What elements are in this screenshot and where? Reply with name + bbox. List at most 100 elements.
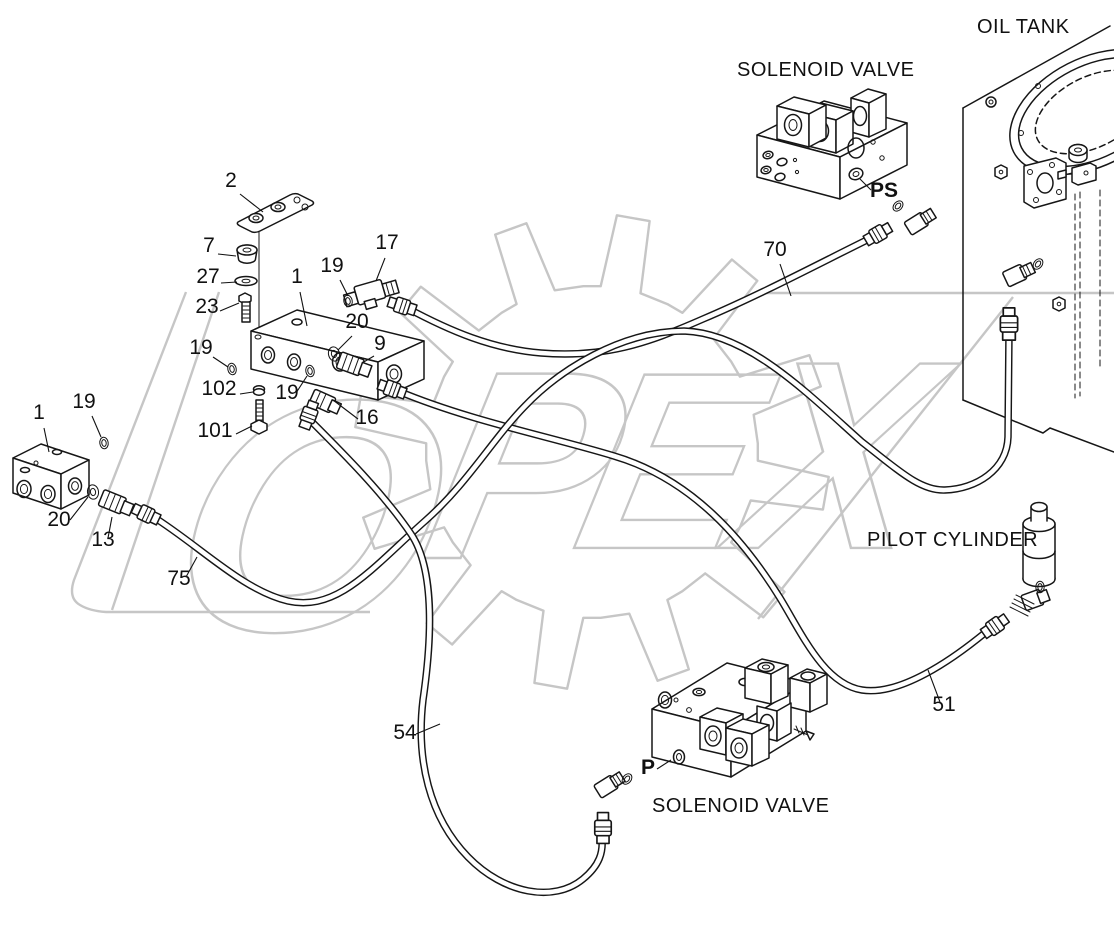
oil-tank-title: OIL TANK — [977, 16, 1070, 38]
part-number-label: 7 — [203, 234, 215, 257]
part-number-label: 75 — [167, 567, 190, 590]
part-number-label: 9 — [374, 332, 386, 355]
leader-line — [779, 263, 792, 297]
ps-elbow-fitting — [903, 207, 937, 236]
o-ring — [1032, 258, 1044, 270]
tank-elbow-fitting — [1002, 261, 1037, 288]
hoses — [148, 234, 1013, 896]
solenoid-coil — [725, 718, 770, 767]
washer — [86, 484, 100, 500]
hose-end-fitting — [999, 307, 1019, 341]
straight-fitting — [97, 489, 135, 517]
straight-fitting — [335, 351, 373, 378]
hose-51 — [394, 387, 990, 695]
ps-port — [848, 167, 864, 181]
o-ring — [227, 362, 237, 376]
leader-line — [375, 257, 386, 282]
watermark-slash-left — [70, 291, 370, 614]
part-number-label: 101 — [197, 419, 232, 442]
solenoid-valve-top-title: SOLENOID VALVE — [737, 59, 914, 81]
port-label-p: P — [641, 756, 655, 779]
solenoid-valve-bottom — [593, 658, 828, 799]
solenoid-coil — [789, 668, 828, 713]
leader-line — [337, 335, 353, 351]
leader-line — [859, 178, 872, 191]
part-number-label: 17 — [375, 231, 398, 254]
hose-end-fitting — [298, 399, 320, 431]
o-ring — [305, 364, 315, 378]
leader-line — [43, 427, 50, 453]
leader-line — [295, 375, 308, 394]
part-number-label: 19 — [72, 390, 95, 413]
o-ring — [99, 436, 109, 450]
oil-tank — [962, 25, 1114, 453]
leader-line — [185, 556, 198, 578]
part-number-label: 2 — [225, 169, 237, 192]
part-number-label: 19 — [320, 254, 343, 277]
hose-end-fitting — [130, 502, 162, 526]
hose-end-fitting — [386, 296, 418, 317]
leader-line — [69, 496, 89, 521]
solenoid-valve-top — [756, 88, 908, 200]
leader-line — [107, 516, 113, 539]
leader-line — [361, 355, 375, 364]
leader-line — [332, 399, 359, 420]
part-number-label: 23 — [195, 295, 218, 318]
part-number-label: 27 — [196, 265, 219, 288]
part-number-label: 19 — [275, 381, 298, 404]
washer — [234, 275, 258, 287]
port-label-ps: PS — [870, 179, 898, 202]
part-number-label: 1 — [291, 265, 303, 288]
leader-lines — [43, 178, 941, 770]
part-number-label: 20 — [47, 508, 70, 531]
hose-end-fitting — [376, 378, 408, 400]
leader-line — [239, 193, 264, 213]
leader-line — [299, 291, 308, 327]
leader-line — [415, 723, 441, 735]
p-port — [672, 749, 686, 765]
part-number-label: 51 — [932, 693, 955, 716]
part-number-label: 19 — [189, 336, 212, 359]
hose-end-fitting — [862, 221, 894, 247]
solenoid-coil — [744, 658, 789, 705]
solenoid-coil — [850, 88, 887, 138]
part-number-label: 20 — [345, 310, 368, 333]
part-number-label: 70 — [763, 238, 786, 261]
part-number-label: 54 — [393, 721, 417, 744]
o-ring — [343, 294, 353, 308]
left-manifold-block — [12, 443, 135, 517]
hose-end-fitting — [593, 811, 613, 845]
o-ring — [1035, 580, 1045, 594]
solenoid-valve-bottom-title: SOLENOID VALVE — [652, 795, 829, 817]
o-ring — [621, 773, 633, 785]
bracket-plate — [236, 192, 315, 234]
o-ring — [892, 200, 904, 212]
leader-line — [239, 391, 254, 395]
pilot-cylinder-title: PILOT CYLINDER — [867, 529, 1038, 551]
pilot-cylinder — [1009, 501, 1056, 617]
part-number-label: 16 — [355, 406, 378, 429]
part-number-label: 1 — [33, 401, 45, 424]
part-number-label: 13 — [91, 528, 114, 551]
leader-line — [220, 281, 238, 284]
hose-75 — [148, 327, 1013, 607]
watermark-slash-left-inner — [110, 291, 221, 611]
washer — [327, 346, 341, 362]
leader-line — [91, 415, 102, 438]
hose-54 — [307, 417, 606, 896]
gear-watermark-icon — [354, 214, 830, 690]
leader-line — [235, 425, 253, 435]
leader-line — [219, 302, 240, 312]
part-number-label: 102 — [201, 377, 236, 400]
leader-line — [656, 759, 672, 770]
hose-end-fitting — [979, 613, 1011, 640]
leader-line — [212, 356, 229, 368]
solenoid-coil — [776, 96, 827, 148]
hose-70 — [403, 234, 875, 358]
leader-line — [217, 253, 237, 257]
leader-line — [339, 279, 349, 297]
